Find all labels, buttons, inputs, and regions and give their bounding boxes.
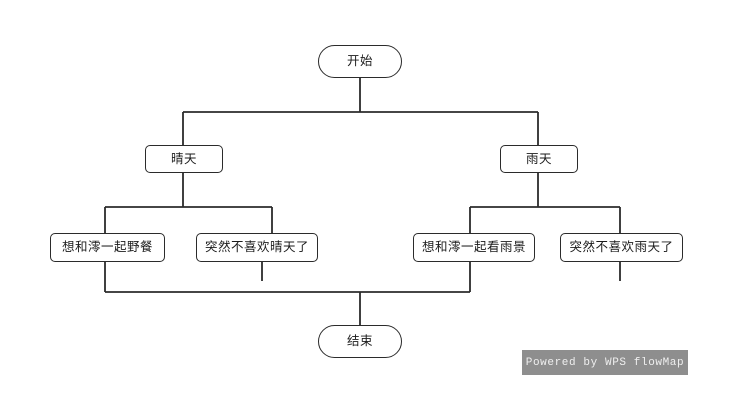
node-rainy[interactable]: 雨天 [500, 145, 578, 173]
node-end[interactable]: 结束 [318, 325, 402, 358]
watermark-badge: Powered by WPS flowMap [522, 350, 688, 375]
node-rainy-view[interactable]: 想和澪一起看雨景 [413, 233, 535, 262]
watermark-label: Powered by WPS flowMap [525, 356, 685, 369]
node-sunny-label: 晴天 [170, 151, 197, 166]
node-sunny-dislike[interactable]: 突然不喜欢晴天了 [196, 233, 318, 262]
node-sunny-dislike-label: 突然不喜欢晴天了 [204, 240, 309, 255]
node-rainy-dislike-label: 突然不喜欢雨天了 [569, 240, 674, 255]
node-start[interactable]: 开始 [318, 45, 402, 78]
node-sunny-picnic[interactable]: 想和澪一起野餐 [50, 233, 165, 262]
node-rainy-dislike[interactable]: 突然不喜欢雨天了 [560, 233, 683, 262]
node-end-label: 结束 [346, 334, 373, 349]
node-sunny[interactable]: 晴天 [145, 145, 223, 173]
node-sunny-picnic-label: 想和澪一起野餐 [61, 240, 153, 255]
node-rainy-view-label: 想和澪一起看雨景 [421, 240, 526, 255]
node-start-label: 开始 [346, 54, 373, 69]
node-rainy-label: 雨天 [525, 151, 552, 166]
